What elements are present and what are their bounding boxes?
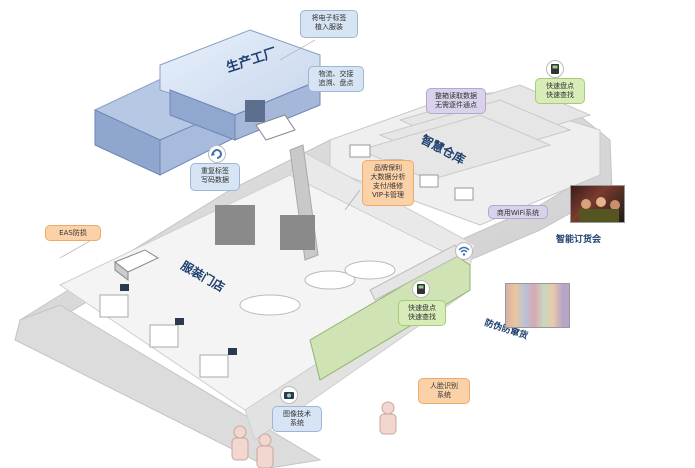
callout-electronic-tag: 将电子标签 植入服装 [300,10,358,38]
shoppers [231,401,397,468]
scanner-icon [546,60,564,78]
clothing-rack-photo [505,283,570,328]
callout-warehouse-data: 整箱读取数据 无需逐件通点 [426,88,486,114]
tag-write-icon [208,145,226,163]
area-label-order-fair: 智能订货会 [556,233,602,245]
callout-tag-writing: 重复标签 写码数据 [190,163,240,191]
callout-wifi-system: 商用WiFi系统 [488,205,548,219]
callout-eas: EAS防损 [45,225,101,241]
camera-icon [280,386,298,404]
callout-face-recognition: 人脸识别 系统 [418,378,470,404]
factory-building [94,29,321,176]
wifi-icon [455,242,473,260]
delivery-truck [113,249,160,282]
callout-imaging: 图像技术 系统 [272,406,322,432]
callout-smart-wardrobe: 品牌保利 大数据分析 支付/维修 VIP卡管理 [362,160,414,206]
callout-logistics: 物流、交接 追溯、盘点 [308,66,364,92]
callout-fast-inventory-top: 快速盘点 快速查找 [535,78,585,104]
callout-fast-inventory-store: 快速盘点 快速查找 [398,300,446,326]
scanner-store-icon [412,280,430,298]
order-fair-photo [570,185,625,223]
